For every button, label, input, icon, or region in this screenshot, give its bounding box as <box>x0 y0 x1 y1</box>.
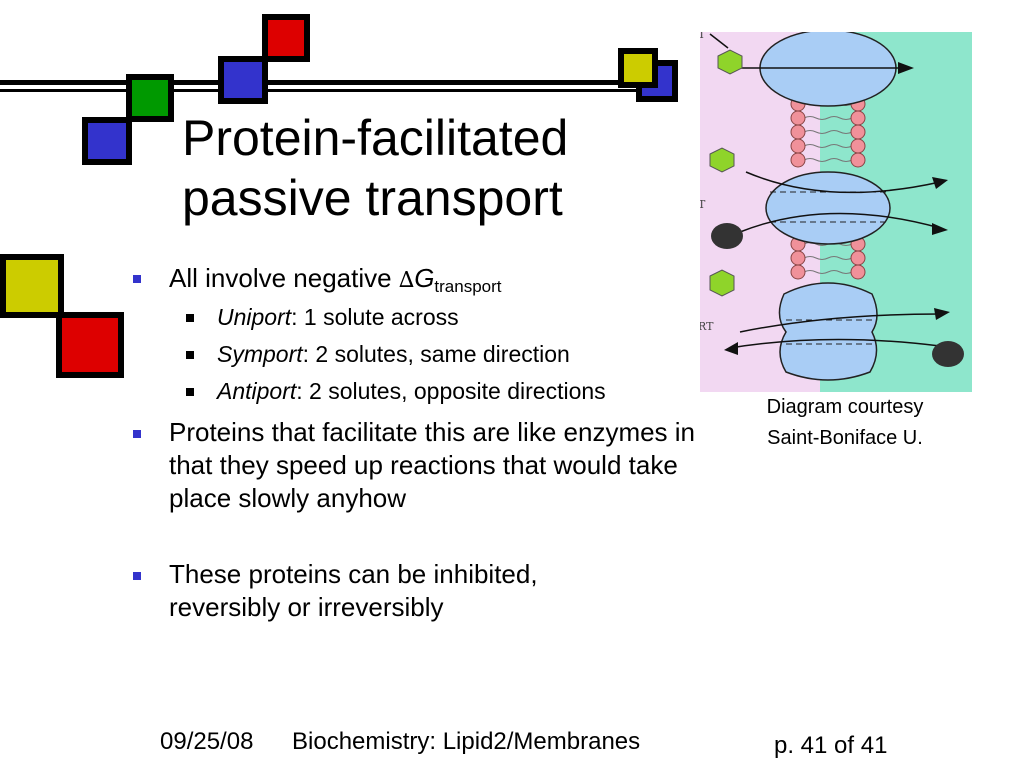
solute-green <box>717 49 743 75</box>
slide-title: Protein-facilitated passive transport <box>182 108 702 228</box>
deco-square-red-top <box>262 14 310 62</box>
solute-green <box>709 269 735 297</box>
deco-line-top <box>0 80 676 85</box>
bullet-marker <box>133 430 141 438</box>
footer-course: Biochemistry: Lipid2/Membranes <box>292 728 641 755</box>
lipid-head <box>790 250 806 266</box>
membrane-transport-diagram: T T RT <box>700 32 972 392</box>
deco-square-blue-mid <box>218 56 268 104</box>
solute-dark <box>711 223 743 249</box>
lipid-head <box>850 138 866 154</box>
lipid-head <box>790 124 806 140</box>
deco-line-top-inner <box>0 89 676 92</box>
lipid-head <box>790 138 806 154</box>
deco-square-red-left <box>56 312 124 378</box>
deco-square-yellow-left <box>0 254 64 318</box>
channel-protein-top <box>759 32 897 107</box>
lipid-head <box>790 264 806 280</box>
channel-protein-bottom <box>778 282 878 381</box>
sub-bullet-antiport: Antiport: 2 solutes, opposite directions <box>217 378 606 404</box>
delta-symbol: ∆ <box>398 268 415 293</box>
lipid-head <box>850 264 866 280</box>
bullet-enzymes: Proteins that facilitate this are like e… <box>169 417 696 513</box>
bullet-negative-g: All involve negative ∆Gtransport <box>169 263 502 296</box>
sub-bullet-marker <box>186 314 194 322</box>
sub-bullet-marker <box>186 351 194 359</box>
footer-date: 09/25/08 <box>160 728 254 755</box>
footer-page-number: p. 41 of 41 <box>774 732 888 759</box>
channel-protein-middle <box>765 171 891 245</box>
sub-bullet-symport: Symport: 2 solutes, same direction <box>217 341 570 367</box>
lipid-head <box>850 152 866 168</box>
sub-bullet-marker <box>186 388 194 396</box>
deco-square-blue-left <box>82 117 132 165</box>
lipid-head <box>850 124 866 140</box>
deco-square-yellow-right <box>618 48 658 88</box>
lipid-head <box>790 152 806 168</box>
diagram-edge-text: T <box>700 32 706 41</box>
title-line-2: passive transport <box>182 170 563 226</box>
bullet-inhibited: These proteins can be inhibited, reversi… <box>169 559 538 622</box>
bullet-marker <box>133 275 141 283</box>
title-line-1: Protein-facilitated <box>182 110 569 166</box>
lipid-head <box>850 110 866 126</box>
sub-bullet-uniport: Uniport: 1 solute across <box>217 304 459 330</box>
solute-green <box>709 147 735 173</box>
solute-dark <box>932 341 964 367</box>
lipid-head <box>850 250 866 266</box>
diagram-edge-text: RT <box>700 320 714 333</box>
deco-square-green <box>126 74 174 122</box>
lipid-head <box>790 110 806 126</box>
diagram-caption: Diagram courtesy Saint-Boniface U. <box>766 396 924 449</box>
diagram-edge-text: T <box>700 198 706 211</box>
bullet-marker <box>133 572 141 580</box>
